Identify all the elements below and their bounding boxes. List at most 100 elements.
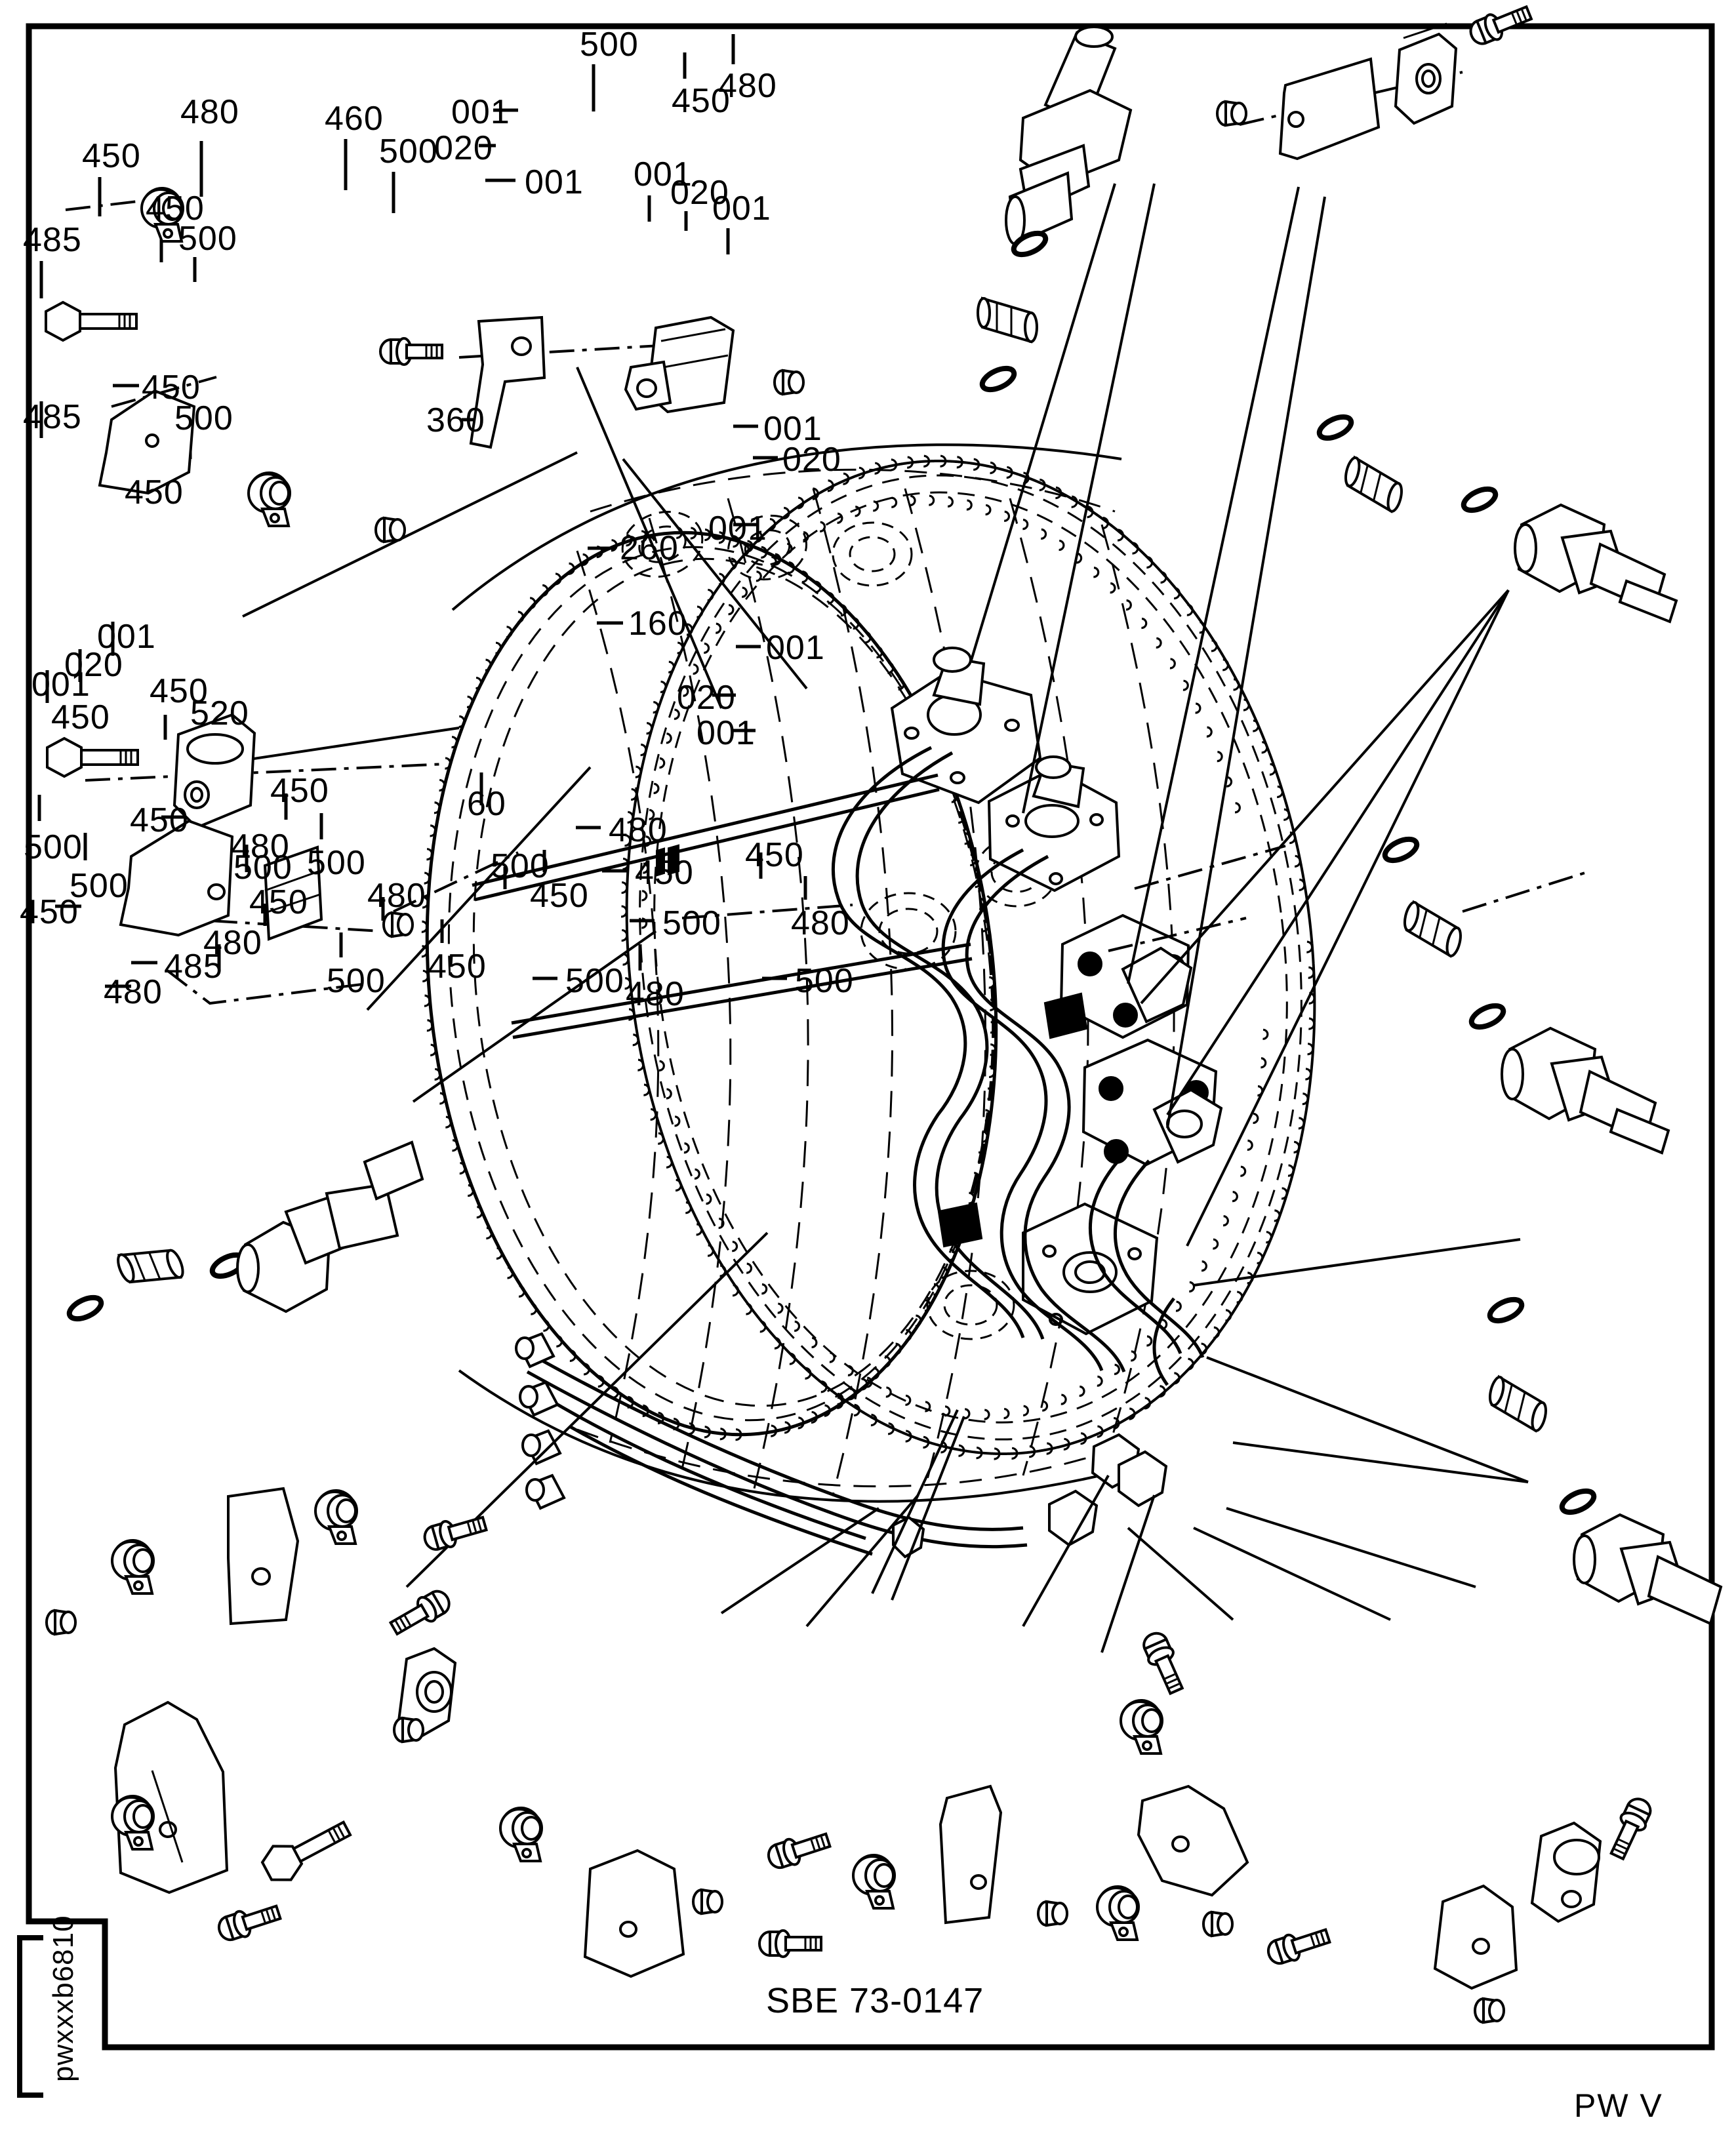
callout-520: 520: [190, 694, 249, 732]
callout-450-ml2: 450: [125, 473, 184, 511]
part-480-bolt-b1: [763, 1826, 834, 1873]
part-480-bolt-br2: [1263, 1922, 1333, 1969]
callout-360: 360: [426, 401, 485, 439]
tube-ferrules: [656, 844, 1088, 1248]
part-485-bolt-bl: [258, 1812, 355, 1888]
callout-480-br1: 480: [609, 811, 668, 849]
callout-500-ml: 500: [174, 399, 233, 437]
part-sensor-r3: [1573, 1513, 1723, 1626]
part-480-bolt-fr: [1604, 1793, 1657, 1863]
part-485-bolt-tl: [45, 301, 138, 342]
forward-case-flange-ring: [425, 531, 998, 1437]
part-450-clamp-ml: [172, 713, 256, 830]
callout-480-tr: 480: [718, 67, 777, 105]
figure-caption: SBE 73-0147: [766, 1981, 984, 2020]
callout-500-bl3: 500: [233, 849, 293, 887]
part-500-plug-br1: [1202, 1911, 1234, 1937]
callout-500-tl2: 500: [178, 220, 237, 258]
callout-480-bl3: 480: [104, 973, 163, 1011]
part-520-bolt: [420, 1510, 490, 1555]
callout-020-l: 020: [64, 646, 123, 684]
callout-450-br1: 450: [635, 854, 694, 892]
part-bracket-tr: [1278, 57, 1381, 161]
part-450-clamp-br1: [1120, 1699, 1163, 1755]
callout-001-r4: 001: [696, 714, 756, 752]
callout-020-t: 020: [434, 129, 493, 167]
part-450-clamp-tl2: [247, 471, 291, 527]
callout-460: 460: [325, 100, 384, 138]
part-500-plug-ml: [382, 911, 414, 938]
callout-450-bl2: 450: [51, 698, 110, 736]
part-480-bolt-top: [379, 337, 443, 366]
callout-500-br2: 500: [565, 962, 624, 1000]
callout-450-bl5: 450: [20, 893, 79, 931]
part-001-oring-r6: [1559, 1487, 1597, 1517]
callout-020-r0: 020: [670, 174, 729, 212]
cross-tube-connections: [472, 773, 973, 1039]
part-sensor-r1: [1514, 503, 1678, 624]
bottom-tube-end-fittings: [515, 1332, 566, 1510]
part-020-sleeve-r1: [1338, 455, 1409, 514]
part-bracket-ml: [119, 819, 234, 937]
callout-485-ml: 485: [23, 398, 82, 436]
part-sensor-l: [236, 1140, 424, 1313]
callout-001-r0b: 001: [712, 190, 771, 228]
part-001-oring-r4: [1468, 1001, 1506, 1031]
callout-480-bc1: 480: [367, 877, 426, 915]
callout-450-bl3: 450: [130, 801, 189, 839]
part-450-clamp-bl2: [314, 1489, 358, 1545]
top-mounted-sensor-boss: [890, 647, 1042, 805]
part-500-plug-tr: [1216, 100, 1247, 127]
part-500-plug-bl3: [393, 1717, 424, 1743]
part-450-sleeve-ml: [263, 845, 323, 941]
component-260-fitting: [1081, 1038, 1223, 1167]
part-001-oring-t2: [979, 364, 1017, 394]
part-bracket-bc: [939, 1784, 1003, 1925]
callout-450-tl1: 450: [82, 137, 141, 175]
callout-450-bc2: 450: [428, 948, 487, 986]
part-sensor-top: [1005, 26, 1133, 246]
callout-260: 260: [620, 529, 679, 567]
part-bracket-br1: [1137, 1784, 1249, 1897]
callout-001-r0: 001: [634, 155, 693, 193]
callout-485-bl: 485: [164, 948, 223, 986]
callout-450-tr: 450: [672, 82, 731, 120]
part-460-clip: [624, 315, 735, 414]
part-sensor-r2: [1501, 1026, 1670, 1155]
callout-500-tl: 500: [379, 132, 438, 170]
callout-001-l2: 001: [31, 666, 91, 704]
callout-450-bc1: 450: [249, 883, 308, 921]
part-450-clamp-br2: [1096, 1885, 1140, 1941]
part-bracket-tl: [98, 389, 196, 495]
callout-020-r1: 020: [782, 441, 841, 479]
part-020-sleeve-r3: [1482, 1374, 1554, 1433]
callout-500-bc2: 500: [491, 847, 550, 885]
part-bracket-460-arm: [469, 315, 546, 449]
part-500-plug-fr: [1474, 1997, 1505, 2024]
part-500-plug-bc: [1037, 1900, 1068, 1927]
callout-001-r3: 001: [766, 629, 825, 667]
part-020-sleeve-r2: [1397, 900, 1468, 959]
callout-500-bl4: 500: [307, 844, 366, 882]
callout-500-fr: 500: [795, 962, 854, 1000]
part-500-plug-460: [773, 369, 805, 395]
callout-480-br2: 480: [626, 975, 685, 1013]
callout-500-bl2: 500: [70, 867, 129, 905]
part-450-clamp-fr: [1530, 1821, 1602, 1923]
callout-480-bl2: 480: [203, 924, 262, 962]
callout-500-br1: 500: [662, 904, 721, 942]
callout-001-t2: 001: [525, 163, 584, 201]
part-480-bolt-bl1: [386, 1584, 455, 1641]
part-bracket-bl1: [227, 1487, 300, 1626]
callout-020-r2: 020: [677, 679, 736, 717]
callout-450-ml1: 450: [142, 369, 201, 407]
part-480-bolt-bc: [758, 1929, 822, 1958]
callout-001-r2: 001: [708, 510, 767, 548]
callout-500-bc1: 500: [327, 962, 386, 1000]
corner-label: PW V: [1574, 2087, 1663, 2124]
sheet-code-bracket: [17, 1935, 43, 2098]
part-500-plug-b1: [692, 1889, 723, 1915]
callout-500-bl1: 500: [24, 828, 83, 866]
part-001-oring-l1: [66, 1293, 104, 1323]
